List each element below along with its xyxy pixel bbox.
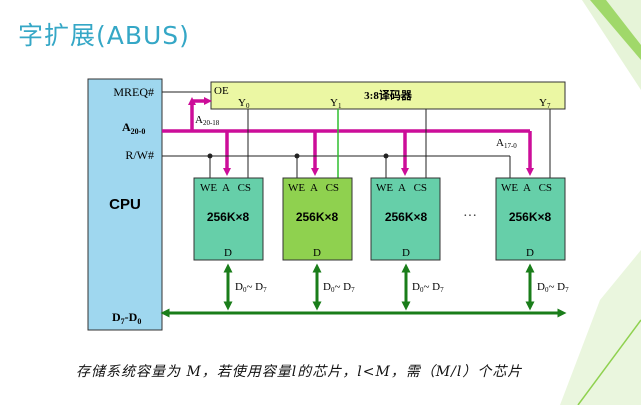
cpu-label: CPU — [109, 196, 141, 213]
chip-pins: WE A CS — [200, 182, 251, 194]
a-low-label: A17-0 — [496, 137, 517, 150]
data-bus-label-2: D0~ D7 — [412, 281, 444, 294]
memory-chip-0: WE A CS 256K×8 D — [193, 177, 264, 261]
address-bus — [162, 97, 534, 176]
chip-pins: WE A CS — [288, 182, 339, 194]
rw-line — [162, 155, 511, 178]
slide-caption: 存储系统容量为 M，若使用容量l的芯片，l<M，需（M/l）个芯片 — [76, 364, 523, 380]
decoder-y1: Y1 — [330, 97, 342, 110]
slide-title: 字扩展(ABUS) — [18, 21, 190, 50]
chip-ellipsis: ··· — [463, 209, 477, 224]
data-bus — [160, 263, 567, 318]
a-high-label: A20-18 — [195, 114, 220, 127]
chip-name: 256K×8 — [207, 210, 250, 224]
rw-junctions — [207, 153, 389, 159]
chip-select-lines — [247, 109, 551, 178]
decoder-label: 3:8译码器 — [364, 89, 413, 102]
mreq-label: MREQ# — [113, 85, 154, 99]
memory-chip-3: WE A CS 256K×8 D — [495, 177, 566, 261]
chip-name: 256K×8 — [509, 210, 552, 224]
chip-data-pin: D — [224, 247, 232, 259]
chip-data-pin: D — [313, 247, 321, 259]
decoder-block — [210, 81, 566, 110]
chip-pins: WE A CS — [376, 182, 427, 194]
data-bus-label-1: D0~ D7 — [323, 281, 355, 294]
chip-data-pin: D — [402, 247, 410, 259]
rw-label: R/W# — [125, 148, 154, 162]
decoder-y0: Y0 — [238, 97, 250, 110]
decoder-oe: OE — [214, 85, 229, 97]
data-bus-label-0: D0~ D7 — [235, 281, 267, 294]
data-main-label: D7-D0 — [112, 310, 141, 326]
decoder-y7: Y7 — [539, 97, 551, 110]
data-bus-label-3: D0~ D7 — [537, 281, 569, 294]
memory-chip-1: WE A CS 256K×8 D — [282, 177, 353, 261]
chip-data-pin: D — [526, 247, 534, 259]
corner-decoration — [560, 0, 641, 405]
chip-pins: WE A CS — [501, 182, 552, 194]
chip-name: 256K×8 — [296, 210, 339, 224]
addr-main-label: A20-0 — [122, 120, 145, 136]
memory-chip-2: WE A CS 256K×8 D — [370, 177, 441, 261]
chip-name: 256K×8 — [385, 210, 428, 224]
cpu-block — [87, 78, 163, 331]
